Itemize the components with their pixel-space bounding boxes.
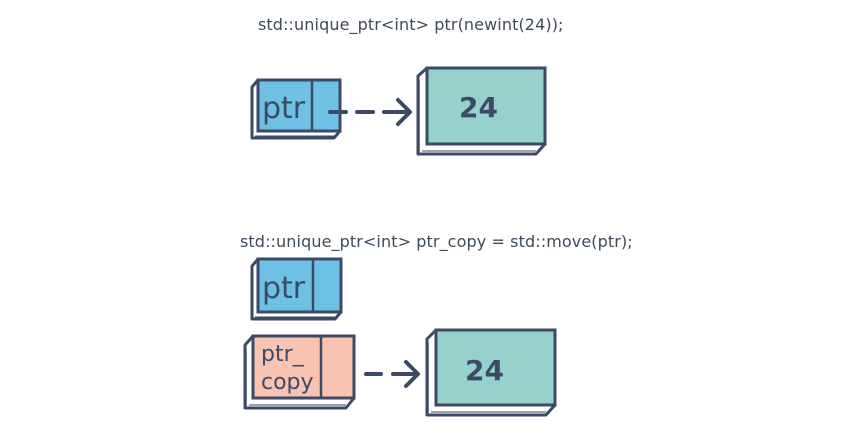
value-box-24-moved: 24 — [425, 328, 557, 417]
pointer-label-ptr-copy-line1: ptr_ — [261, 342, 305, 367]
pointer-box-ptr-moved: ptr — [250, 257, 343, 321]
code-line-unique-ptr-move: std::unique_ptr<int> ptr_copy = std::mov… — [240, 232, 633, 251]
pointer-label-ptr: ptr — [262, 91, 306, 126]
value-label-24-moved: 24 — [465, 354, 504, 387]
code-line-unique-ptr-create: std::unique_ptr<int> ptr(newint(24)); — [258, 15, 564, 34]
arrow-ptr-copy-to-value — [364, 360, 420, 388]
arrow-ptr-to-value — [328, 98, 412, 126]
value-label-24: 24 — [459, 91, 498, 124]
diagram-2: ptr ptr_ copy 24 — [243, 257, 557, 417]
pointer-box-ptr: ptr — [250, 78, 342, 140]
pointer-label-ptr-copy-line2: copy — [261, 370, 314, 395]
pointer-label-ptr-moved: ptr — [262, 271, 306, 306]
diagram-1: ptr 24 — [250, 66, 547, 156]
pointer-box-ptr-copy: ptr_ copy — [243, 334, 356, 410]
value-box-24: 24 — [416, 66, 547, 156]
